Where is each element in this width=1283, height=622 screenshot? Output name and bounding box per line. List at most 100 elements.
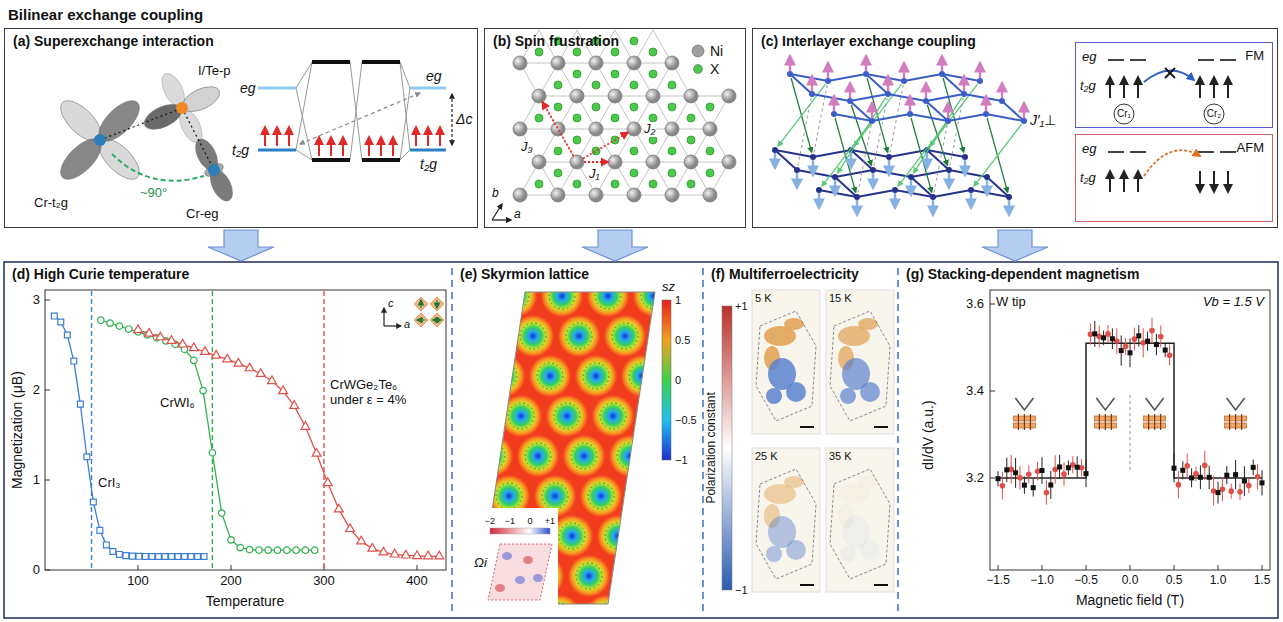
drawn-circle xyxy=(1026,471,1032,477)
drawn-line xyxy=(1220,151,1236,153)
drawn-rect xyxy=(1110,336,1115,341)
drawn-path xyxy=(107,320,114,327)
drawn-circle xyxy=(703,122,717,136)
drawn-circle xyxy=(573,180,581,188)
drawn-circle xyxy=(1044,490,1050,496)
drawn-circle xyxy=(1204,104,1224,124)
figure-label: Cr-t₂g xyxy=(34,196,68,211)
drawn-circle xyxy=(667,355,709,397)
drawn-line xyxy=(833,96,835,111)
drawn-rect xyxy=(1048,482,1053,487)
drawn-line xyxy=(850,94,888,101)
drawn-line xyxy=(970,193,972,208)
drawn-line xyxy=(933,190,971,197)
drawn-circle xyxy=(626,475,668,517)
drawn-path xyxy=(138,330,439,556)
drawn-line xyxy=(789,56,791,71)
figure-label: dI/dV (a.u.) xyxy=(920,400,936,469)
drawn-line xyxy=(288,127,290,146)
drawn-circle xyxy=(886,154,892,160)
drawn-line xyxy=(800,584,814,586)
drawn-rect xyxy=(1189,475,1194,480)
drawn-polygon xyxy=(830,469,890,579)
panel-heading: (b) Spin frustration xyxy=(493,33,619,49)
drawn-path xyxy=(134,325,143,333)
drawn-line xyxy=(212,291,213,569)
drawn-circle xyxy=(520,323,546,349)
drawn-path xyxy=(98,317,105,324)
drawn-line xyxy=(45,390,50,391)
drawn-circle xyxy=(816,187,822,193)
drawn-circle xyxy=(558,315,600,357)
drawn-line xyxy=(231,565,232,570)
drawn-circle xyxy=(810,154,816,160)
drawn-circle xyxy=(355,595,397,622)
drawn-circle xyxy=(576,563,602,589)
drawn-line xyxy=(888,94,926,101)
drawn-ellipse xyxy=(784,476,804,488)
drawn-line xyxy=(1148,414,1149,430)
drawn-line xyxy=(903,63,905,78)
drawn-circle xyxy=(416,403,442,429)
drawn-rect xyxy=(1004,467,1009,472)
drawn-circle xyxy=(1228,488,1234,494)
drawn-ellipse xyxy=(858,318,878,330)
figure-label: t₂g xyxy=(232,142,249,158)
drawn-path xyxy=(274,547,281,554)
drawn-line xyxy=(1235,414,1236,430)
drawn-circle xyxy=(401,595,443,622)
drawn-line xyxy=(100,108,182,140)
block-arrow xyxy=(982,230,1048,261)
drawn-line xyxy=(971,190,1009,197)
drawn-circle xyxy=(535,48,543,56)
drawn-line xyxy=(910,180,912,195)
drawn-circle xyxy=(375,523,401,549)
drawn-circle xyxy=(1176,482,1182,488)
drawn-circle xyxy=(403,275,445,317)
panel-box: (e) Skyrmion lattice xyxy=(452,262,703,618)
drawn-path xyxy=(209,449,216,456)
drawn-circle xyxy=(831,111,837,117)
drawn-line xyxy=(1108,151,1124,153)
drawn-ellipse xyxy=(495,584,505,592)
drawn-line xyxy=(45,300,50,301)
panel-box: (a) Superexchange interaction xyxy=(4,28,478,228)
drawn-circle xyxy=(563,435,605,477)
drawn-line xyxy=(871,103,873,118)
drawn-circle xyxy=(421,523,447,549)
drawn-line xyxy=(834,180,836,195)
drawn-line xyxy=(964,160,966,175)
figure-label: eg xyxy=(1082,142,1096,157)
drawn-circle xyxy=(999,98,1005,104)
drawn-line xyxy=(775,150,797,170)
drawn-circle xyxy=(901,78,907,84)
drawn-line xyxy=(895,190,933,197)
figure-label: J₁ xyxy=(588,167,601,182)
figure-label: 3.4 xyxy=(966,384,984,399)
drawn-line xyxy=(323,291,324,569)
drawn-path xyxy=(293,547,300,554)
drawn-line xyxy=(384,325,401,326)
drawn-circle xyxy=(945,118,951,124)
drawn-circle xyxy=(892,187,898,193)
drawn-line xyxy=(368,137,370,156)
drawn-circle xyxy=(772,147,778,153)
figure-label: 100 xyxy=(127,574,149,589)
drawn-circle xyxy=(706,103,714,111)
drawn-line xyxy=(1109,77,1111,98)
drawn-line xyxy=(774,153,776,168)
drawn-circle xyxy=(589,56,603,70)
drawn-line xyxy=(362,158,400,162)
drawn-circle xyxy=(379,435,421,477)
drawn-circle xyxy=(1114,104,1134,124)
drawn-path xyxy=(323,478,332,486)
drawn-circle xyxy=(176,102,188,114)
panel-divider xyxy=(451,268,453,612)
drawn-path xyxy=(414,297,428,311)
drawn-path xyxy=(169,554,175,560)
figure-label: −1.0 xyxy=(1030,574,1054,588)
drawn-circle xyxy=(513,122,527,136)
drawn-circle xyxy=(513,56,527,70)
drawn-line xyxy=(1241,414,1242,430)
